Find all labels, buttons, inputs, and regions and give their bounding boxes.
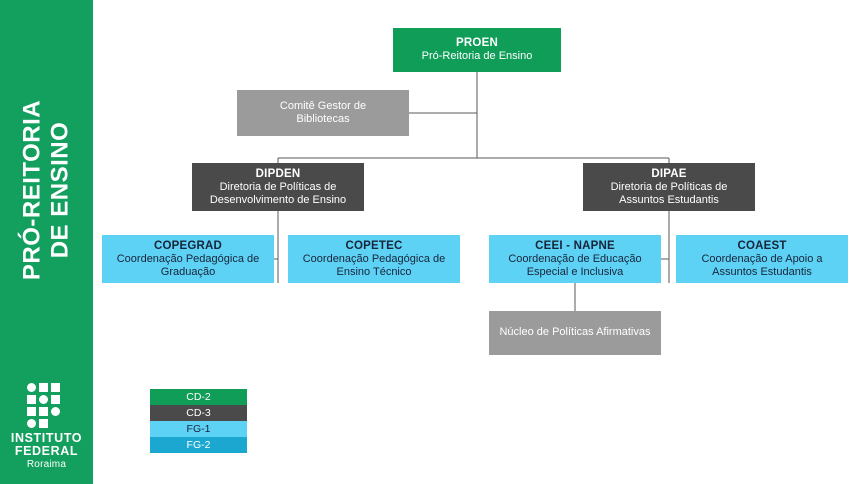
instituto-federal-grid-icon [25,382,69,428]
node-copetec[interactable]: COPETEC Coordenação Pedagógica de Ensino… [288,235,460,283]
node-dipden-desc-line-1: Diretoria de Políticas de [219,180,337,193]
legend-item-cd-2: CD-2 [150,389,247,405]
legend-item-cd-3: CD-3 [150,405,247,421]
node-copetec-code: COPETEC [345,239,403,252]
legend-item-fg-1: FG-1 [150,421,247,437]
org-chart: PROEN Pró-Reitoria de Ensino Comitê Gest… [93,0,855,484]
node-copegrad-desc-line-2: Graduação [160,266,216,279]
node-dipden-desc-line-2: Desenvolvimento de Ensino [209,194,347,207]
node-nucleo-desc-line-1: Núcleo de Políticas Afirmativas [499,326,651,339]
node-nucleo-politicas-afirmativas[interactable]: Núcleo de Políticas Afirmativas [489,311,661,355]
logo-text-roraima: Roraima [26,459,67,470]
node-copetec-desc-line-2: Ensino Técnico [336,266,412,279]
legend: CD-2 CD-3 FG-1 FG-2 [150,389,247,453]
node-dipae-code: DIPAE [651,167,687,180]
page-title: PRÓ-REITORIA DE ENSINO [18,100,75,280]
page-title-line-1: PRÓ-REITORIA [18,99,46,281]
node-comite-gestor-bibliotecas[interactable]: Comitê Gestor de Bibliotecas [237,90,409,136]
sidebar: PRÓ-REITORIA DE ENSINO INSTI [0,0,93,484]
node-proen-code: PROEN [456,37,498,50]
node-copegrad-code: COPEGRAD [153,239,223,252]
node-copetec-desc-line-1: Coordenação Pedagógica de [302,252,446,265]
node-dipae-desc-line-2: Assuntos Estudantis [619,194,719,207]
node-coaest-code: COAEST [737,239,787,252]
logo-text-federal: FEDERAL [14,443,79,458]
page-title-line-2: DE ENSINO [46,121,74,259]
node-coaest-desc-line-2: Assuntos Estudantis [712,266,812,279]
node-dipden[interactable]: DIPDEN Diretoria de Políticas de Desenvo… [192,163,364,211]
node-proen[interactable]: PROEN Pró-Reitoria de Ensino [393,28,561,72]
node-dipae[interactable]: DIPAE Diretoria de Políticas de Assuntos… [583,163,755,211]
institution-logo: INSTITUTO FEDERAL Roraima [0,382,93,470]
node-comite-desc-line-2: Bibliotecas [296,113,350,125]
node-ceei-code: CEEI - NAPNE [535,239,615,252]
node-coaest-desc-line-1: Coordenação de Apoio a [701,252,823,265]
legend-item-fg-2: FG-2 [150,437,247,453]
node-dipae-desc-line-1: Diretoria de Políticas de [610,180,728,193]
node-copegrad[interactable]: COPEGRAD Coordenação Pedagógica de Gradu… [102,235,274,283]
node-comite-desc-line-1: Comitê Gestor de [279,99,367,112]
node-ceei-desc-line-2: Especial e Inclusiva [526,266,624,279]
node-ceei-desc-line-1: Coordenação de Educação [508,252,642,265]
node-coaest[interactable]: COAEST Coordenação de Apoio a Assuntos E… [676,235,848,283]
node-proen-desc-line-1: Pró-Reitoria de Ensino [421,50,533,63]
logo-text-instituto: INSTITUTO [10,430,83,445]
node-ceei-napne[interactable]: CEEI - NAPNE Coordenação de Educação Esp… [489,235,661,283]
node-dipden-code: DIPDEN [255,167,301,180]
node-copegrad-desc-line-1: Coordenação Pedagógica de [116,252,260,265]
